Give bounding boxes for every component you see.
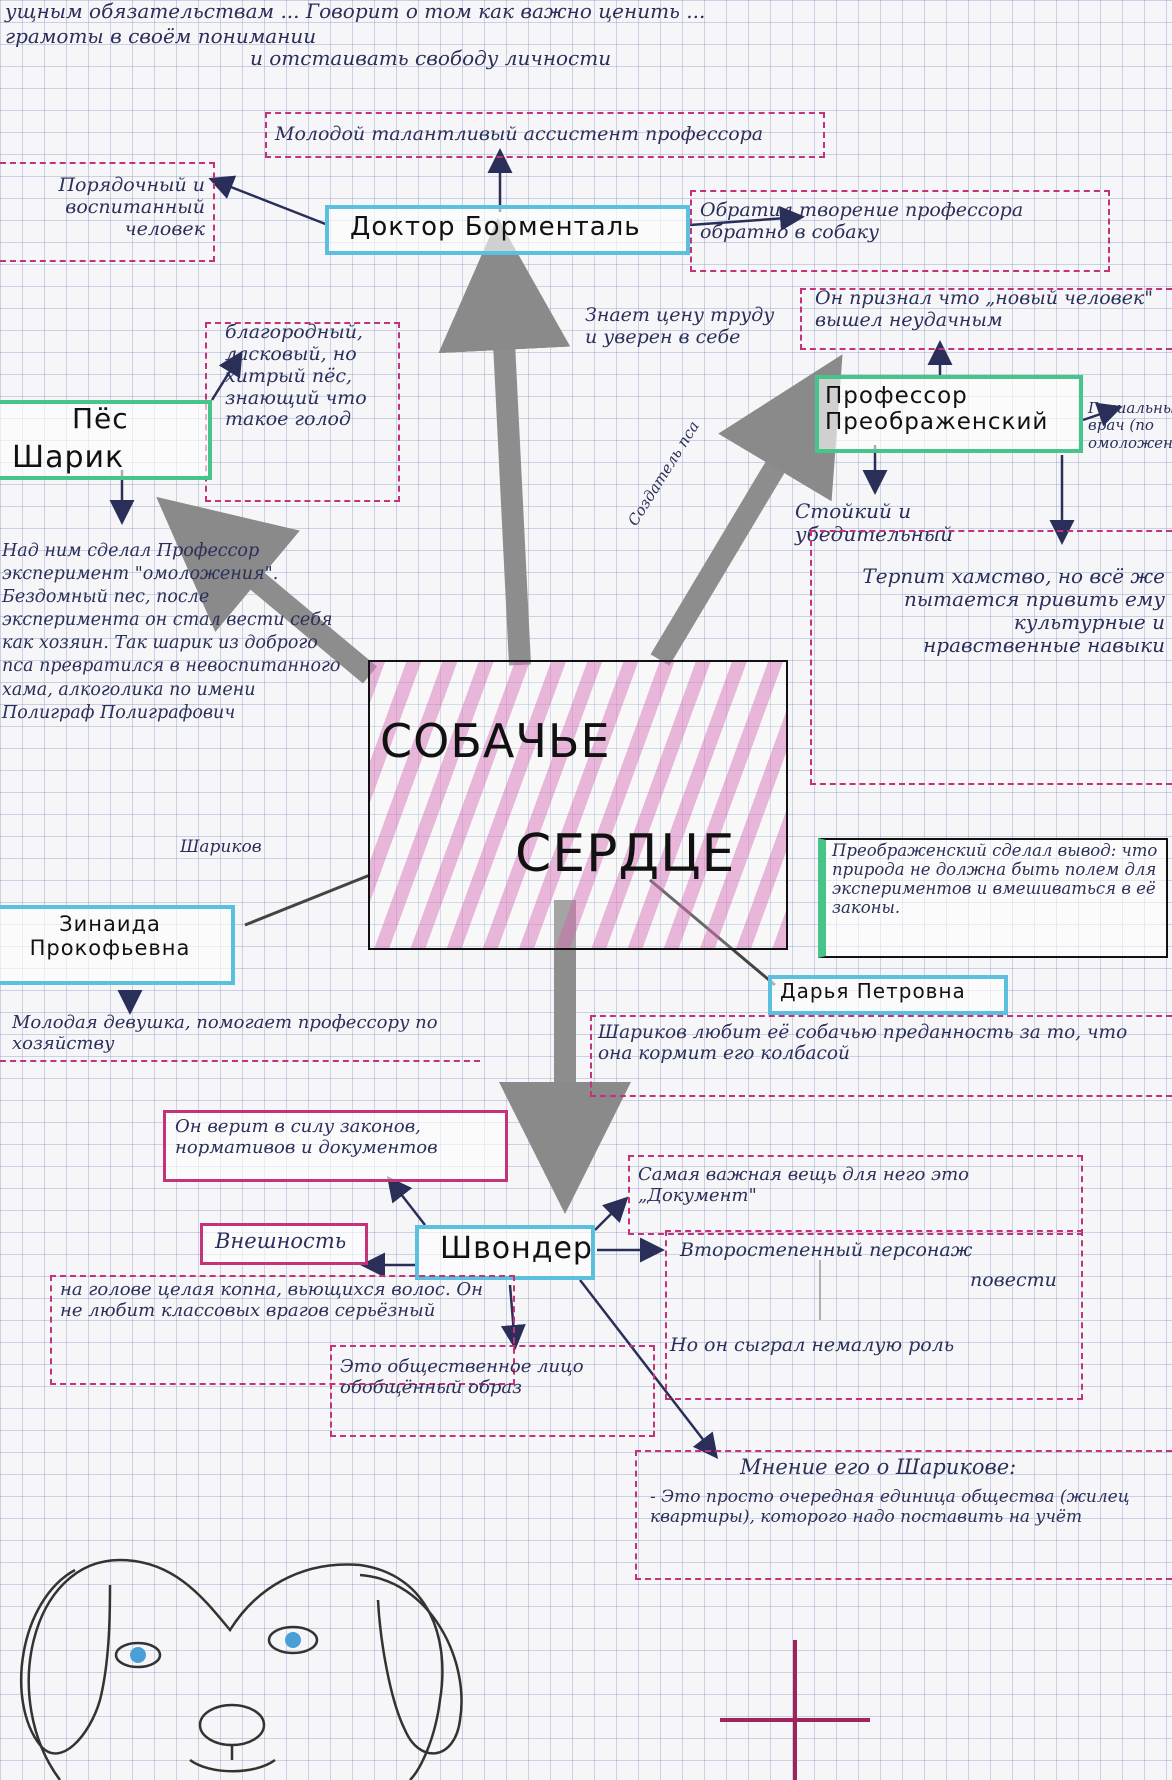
zina-box — [0, 905, 235, 985]
professor-top-box — [800, 288, 1172, 350]
professor-left-note: Знает цену труду и уверен в себе — [585, 304, 775, 348]
sharik-name-1: Пёс — [72, 402, 129, 435]
secondary-box — [665, 1230, 1083, 1400]
shvonder-role: Но он сыграл немалую роль — [670, 1334, 955, 1356]
shvonder-secondary-1: Второстепенный персонаж — [680, 1239, 973, 1261]
sharik-box — [0, 400, 212, 480]
shvonder-box — [415, 1225, 595, 1280]
bormental-name: Доктор Борменталь — [350, 212, 641, 242]
darya-desc: Шариков любит её собачью преданность за … — [598, 1022, 1128, 1065]
center-title-1: СОБАЧЬЕ — [380, 714, 611, 768]
shvonder-opinion: - Это просто очередная единица общества … — [650, 1487, 1130, 1527]
bormental-right: Обратил творение профессора обратно в со… — [700, 199, 1024, 243]
appearance-box — [50, 1275, 515, 1385]
zina-desc: Молодая девушка, помогает профессору по … — [12, 1012, 438, 1054]
darya-desc-box — [590, 1015, 1172, 1097]
shvonder-name: Швондер — [440, 1231, 593, 1266]
sharik-desc: благородный, ласковый, но хитрый пёс, зн… — [225, 321, 367, 431]
bormental-desc: Молодой талантливый ассистент профессора — [275, 123, 764, 145]
professor-long-note: Терпит хамство, но всё же пытается приви… — [862, 564, 1165, 657]
opinion-box — [635, 1450, 1172, 1580]
sharik-story: Над ним сделал Профессор эксперимент "ом… — [2, 541, 341, 723]
image-box — [330, 1345, 655, 1437]
bormental-left: Порядочный и воспитанный человек — [58, 174, 205, 240]
dog-eyes — [130, 1632, 301, 1663]
professor-bottom-note: Стойкий и убедительный — [795, 499, 953, 546]
appearance-label-box — [200, 1223, 368, 1265]
appearance-label: Внешность — [215, 1229, 347, 1253]
document-box — [628, 1155, 1083, 1235]
center-title-box — [368, 660, 788, 950]
professor-name: Профессор Преображенский — [825, 383, 1049, 436]
shvonder-opinion-title: Мнение его о Шарикове: — [740, 1455, 1017, 1479]
top-line-2: грамоты в своём понимании — [5, 24, 317, 48]
appearance-text: на голове целая копна, вьющихся волос. О… — [60, 1279, 483, 1321]
shvonder-laws-box — [163, 1110, 508, 1182]
bormental-left-box — [0, 162, 215, 262]
top-line-1: ущным обязательствам ... Говорит о том к… — [5, 0, 706, 23]
professor-right-note: Гениальный врач (по омоложению) — [1088, 399, 1172, 452]
darya-name: Дарья Петровна — [780, 979, 966, 1003]
bormental-box — [325, 205, 690, 255]
shvonder-secondary-2: повести — [970, 1269, 1057, 1291]
darya-box — [768, 975, 1008, 1015]
professor-conclusion: Преображенский сделал вывод: что природа… — [832, 841, 1158, 917]
professor-top-note: Он признал что „новый человек" вышел неу… — [815, 287, 1154, 331]
professor-long-box — [810, 530, 1172, 785]
bormental-desc-box — [265, 112, 825, 158]
zina-name: Зинаида Прокофьевна — [29, 912, 191, 961]
shvonder-document: Самая важная вещь для него это „Документ… — [638, 1164, 970, 1206]
sharikov-label: Шариков — [180, 837, 262, 857]
dog-drawing — [20, 1558, 463, 1780]
bormental-right-box — [690, 190, 1110, 272]
sharik-name-2: Шарик — [12, 440, 125, 475]
shvonder-laws: Он верит в силу законов, нормативов и до… — [175, 1116, 438, 1158]
professor-box — [815, 375, 1083, 453]
zina-desc-line — [0, 1060, 480, 1062]
top-line-3: и отстаивать свободу личности — [250, 46, 612, 70]
center-title-2: СЕРДЦЕ — [515, 824, 736, 884]
shvonder-image: Это общественное лицо обобщённый образ — [340, 1356, 584, 1398]
conclusion-box — [818, 838, 1168, 958]
